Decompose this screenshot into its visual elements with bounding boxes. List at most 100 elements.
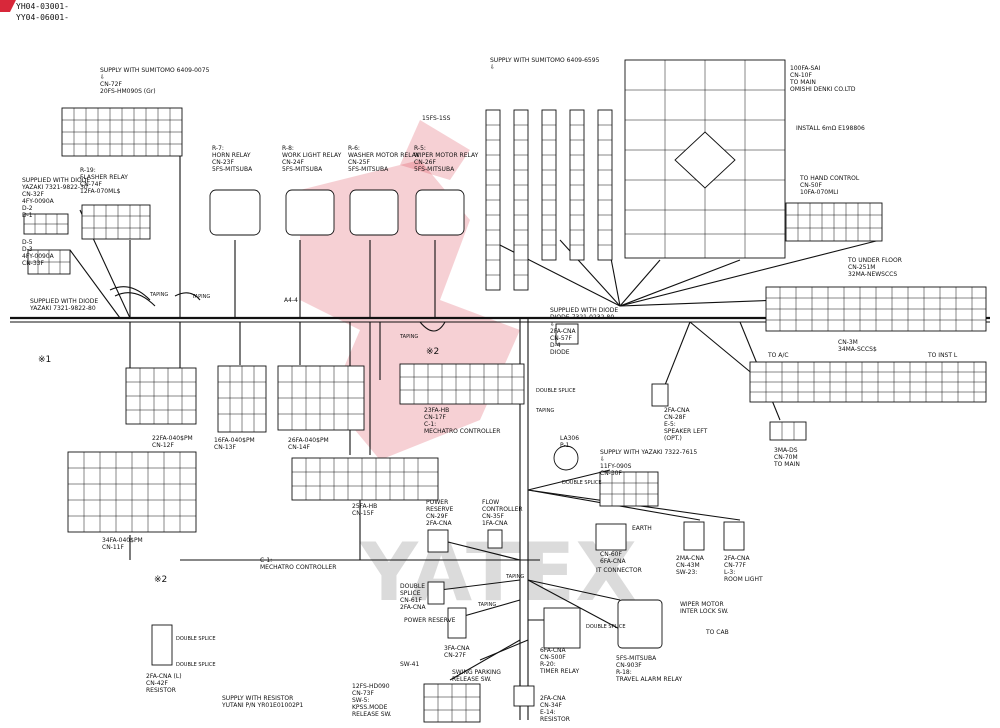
connector-label-c-1: C-1:MECHATRO CONTROLLER	[260, 557, 336, 571]
connector-label-line: CN-43M	[676, 562, 700, 569]
connector-label-line: POWER	[426, 499, 448, 506]
connector-label-line: R-5:	[414, 145, 426, 152]
connector-label-line: LA306	[560, 435, 579, 442]
connector-label-line: FLOW	[482, 499, 499, 506]
connector-label-line: ⇩	[600, 456, 605, 463]
connector-label-line: TO A/C	[767, 352, 789, 359]
connector-label-line: YAZAKI 7321-9822-80	[29, 305, 96, 312]
connector-label-line: E-5:	[664, 421, 676, 428]
connector-label-line: 100FA-SAI	[790, 65, 821, 72]
connector-label-line: 5FS-MITSUBA	[616, 655, 657, 662]
connector-label-line: 2FA-CNA	[426, 520, 453, 527]
connector-label-line: R-18:	[616, 669, 632, 676]
connector-label-line: WASHER MOTOR RELAY	[348, 152, 419, 159]
taping-label-5: TAPING	[505, 574, 524, 580]
connector-label-line: SUPPLIED WITH DIODE	[22, 177, 90, 184]
connector-label-line: SUPPLY WITH YAZAKI 7322-7615	[600, 449, 697, 456]
connector-blocks	[23, 59, 987, 723]
connector-label-line: 34FA-040$PM	[102, 537, 143, 544]
connector-label-line: TO CAB	[705, 629, 729, 636]
connector-label-line: SW-41	[400, 661, 419, 668]
connector-label-line: D-3	[22, 246, 33, 253]
connector-label-line: 15FS-1SS	[422, 115, 451, 122]
connector-label-line: HORN RELAY	[212, 152, 251, 159]
connector-label-it-conn: IT CONNECTOR	[596, 567, 642, 574]
connector-label-line: CN-30F	[600, 470, 622, 477]
connector-label-line: E-14:	[540, 709, 556, 716]
connector-label-line: CN-61F	[400, 597, 422, 604]
connector-label-line: CN-15F	[352, 510, 374, 517]
connector-label-line: ROOM LIGHT	[724, 576, 763, 583]
connector-label-line: TIMER RELAY	[539, 668, 580, 675]
connector-label-line: 25FA-HB	[352, 503, 377, 510]
header-code-2: YY04-06001-	[16, 13, 69, 22]
connector-label-line: INSTALL 6mΩ E198806	[796, 125, 865, 132]
connector-label-line: 2FA-CNA (L)	[146, 673, 182, 680]
connector-label-line: CN-10F	[790, 72, 812, 79]
connector-label-line: 23FA-HB	[424, 407, 449, 414]
connector-label-line: TO MAIN	[773, 461, 800, 468]
connector-label-line: 2MA-CNA	[676, 555, 705, 562]
connector-label-line: SW-23:	[676, 569, 697, 576]
connector-label-line: CN-72F	[100, 81, 122, 88]
connector-label-line: KPSS.MODE	[352, 704, 388, 711]
double-splice-label-2: DOUBLE SPLICE	[562, 480, 602, 486]
connector-label-line: 11FY-090S	[600, 463, 632, 470]
a44-label: A4-4	[284, 297, 298, 304]
connector-label-line: CN-26F	[414, 159, 436, 166]
connector-label-line: 32MA-NEWSCCS	[848, 271, 897, 278]
connector-label-line: 16FA-040$PM	[214, 437, 255, 444]
connector-label-line: 6FA-CNA	[600, 558, 627, 565]
connector-label-line: YUTANI P/N YR01E01002P1	[221, 702, 304, 709]
connector-label-line: CN-32F	[22, 191, 44, 198]
connector-label-line: CN-34F	[540, 702, 562, 709]
connector-label-line: CN-50F	[800, 182, 822, 189]
taping-label-2: TAPING	[191, 294, 210, 300]
taping-label-3: TAPING	[399, 334, 418, 340]
connector-label-line: 5FS-MITSUBA	[348, 166, 389, 173]
connector-label-line: SPLICE	[400, 590, 421, 597]
connector-label-line: OMISHI DENKI CO.LTD	[790, 86, 856, 93]
double-splice-label-5: DOUBLE SPLICE	[586, 624, 626, 630]
connector-label-line: SUPPLY WITH RESISTOR	[222, 695, 293, 702]
connector-label-line: 5FS-MITSUBA	[414, 166, 455, 173]
connector-label-line: CN-33F	[22, 260, 44, 267]
connector-label-line: SPEAKER LEFT	[664, 428, 708, 435]
connector-label-line: SW-5:	[352, 697, 370, 704]
connector-label-line: CN-28F	[664, 414, 686, 421]
connector-label-line: C-1:	[424, 421, 436, 428]
connector-label-line: 1FA-CNA	[482, 520, 509, 527]
connector-label-line: TO UNDER FLOOR	[847, 257, 902, 264]
connector-label-line: 3FA-CNA	[444, 645, 471, 652]
connector-label-line: 4FY-0090A	[22, 253, 55, 260]
connector-label-line: TO MAIN	[789, 79, 816, 86]
connector-label-line: SUPPLIED WITH DIODE	[550, 307, 618, 314]
connector-label-line: R-19:	[80, 167, 96, 174]
